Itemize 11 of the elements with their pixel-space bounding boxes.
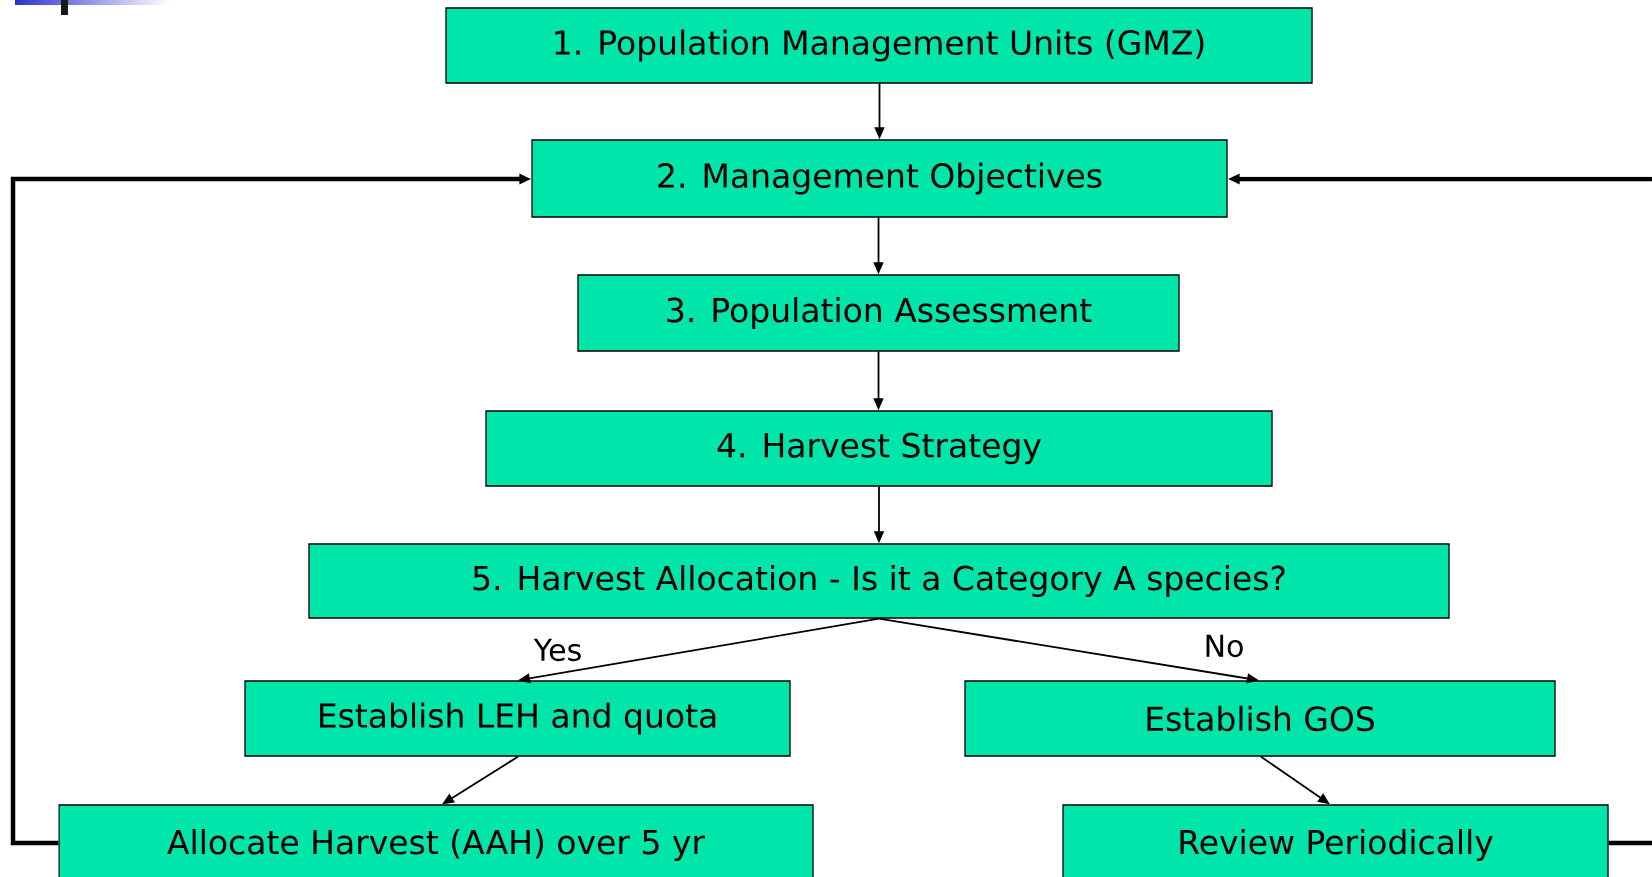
process-box: 1. Population Management Units (GMZ)	[445, 7, 1313, 84]
process-box: Establish LEH and quota	[244, 680, 791, 757]
edge-label: No	[1202, 633, 1246, 659]
process-box: Allocate Harvest (AAH) over 5 yr	[58, 804, 814, 877]
process-box: 4. Harvest Strategy	[485, 410, 1273, 487]
process-box: 2. Management Objectives	[531, 139, 1228, 218]
process-box: Establish GOS	[964, 680, 1556, 757]
process-box: 5. Harvest Allocation - Is it a Category A species?	[308, 543, 1450, 619]
process-box: 3. Population Assessment	[577, 274, 1180, 352]
edge-label: Yes	[532, 637, 584, 663]
process-box: Review Periodically	[1062, 804, 1609, 877]
